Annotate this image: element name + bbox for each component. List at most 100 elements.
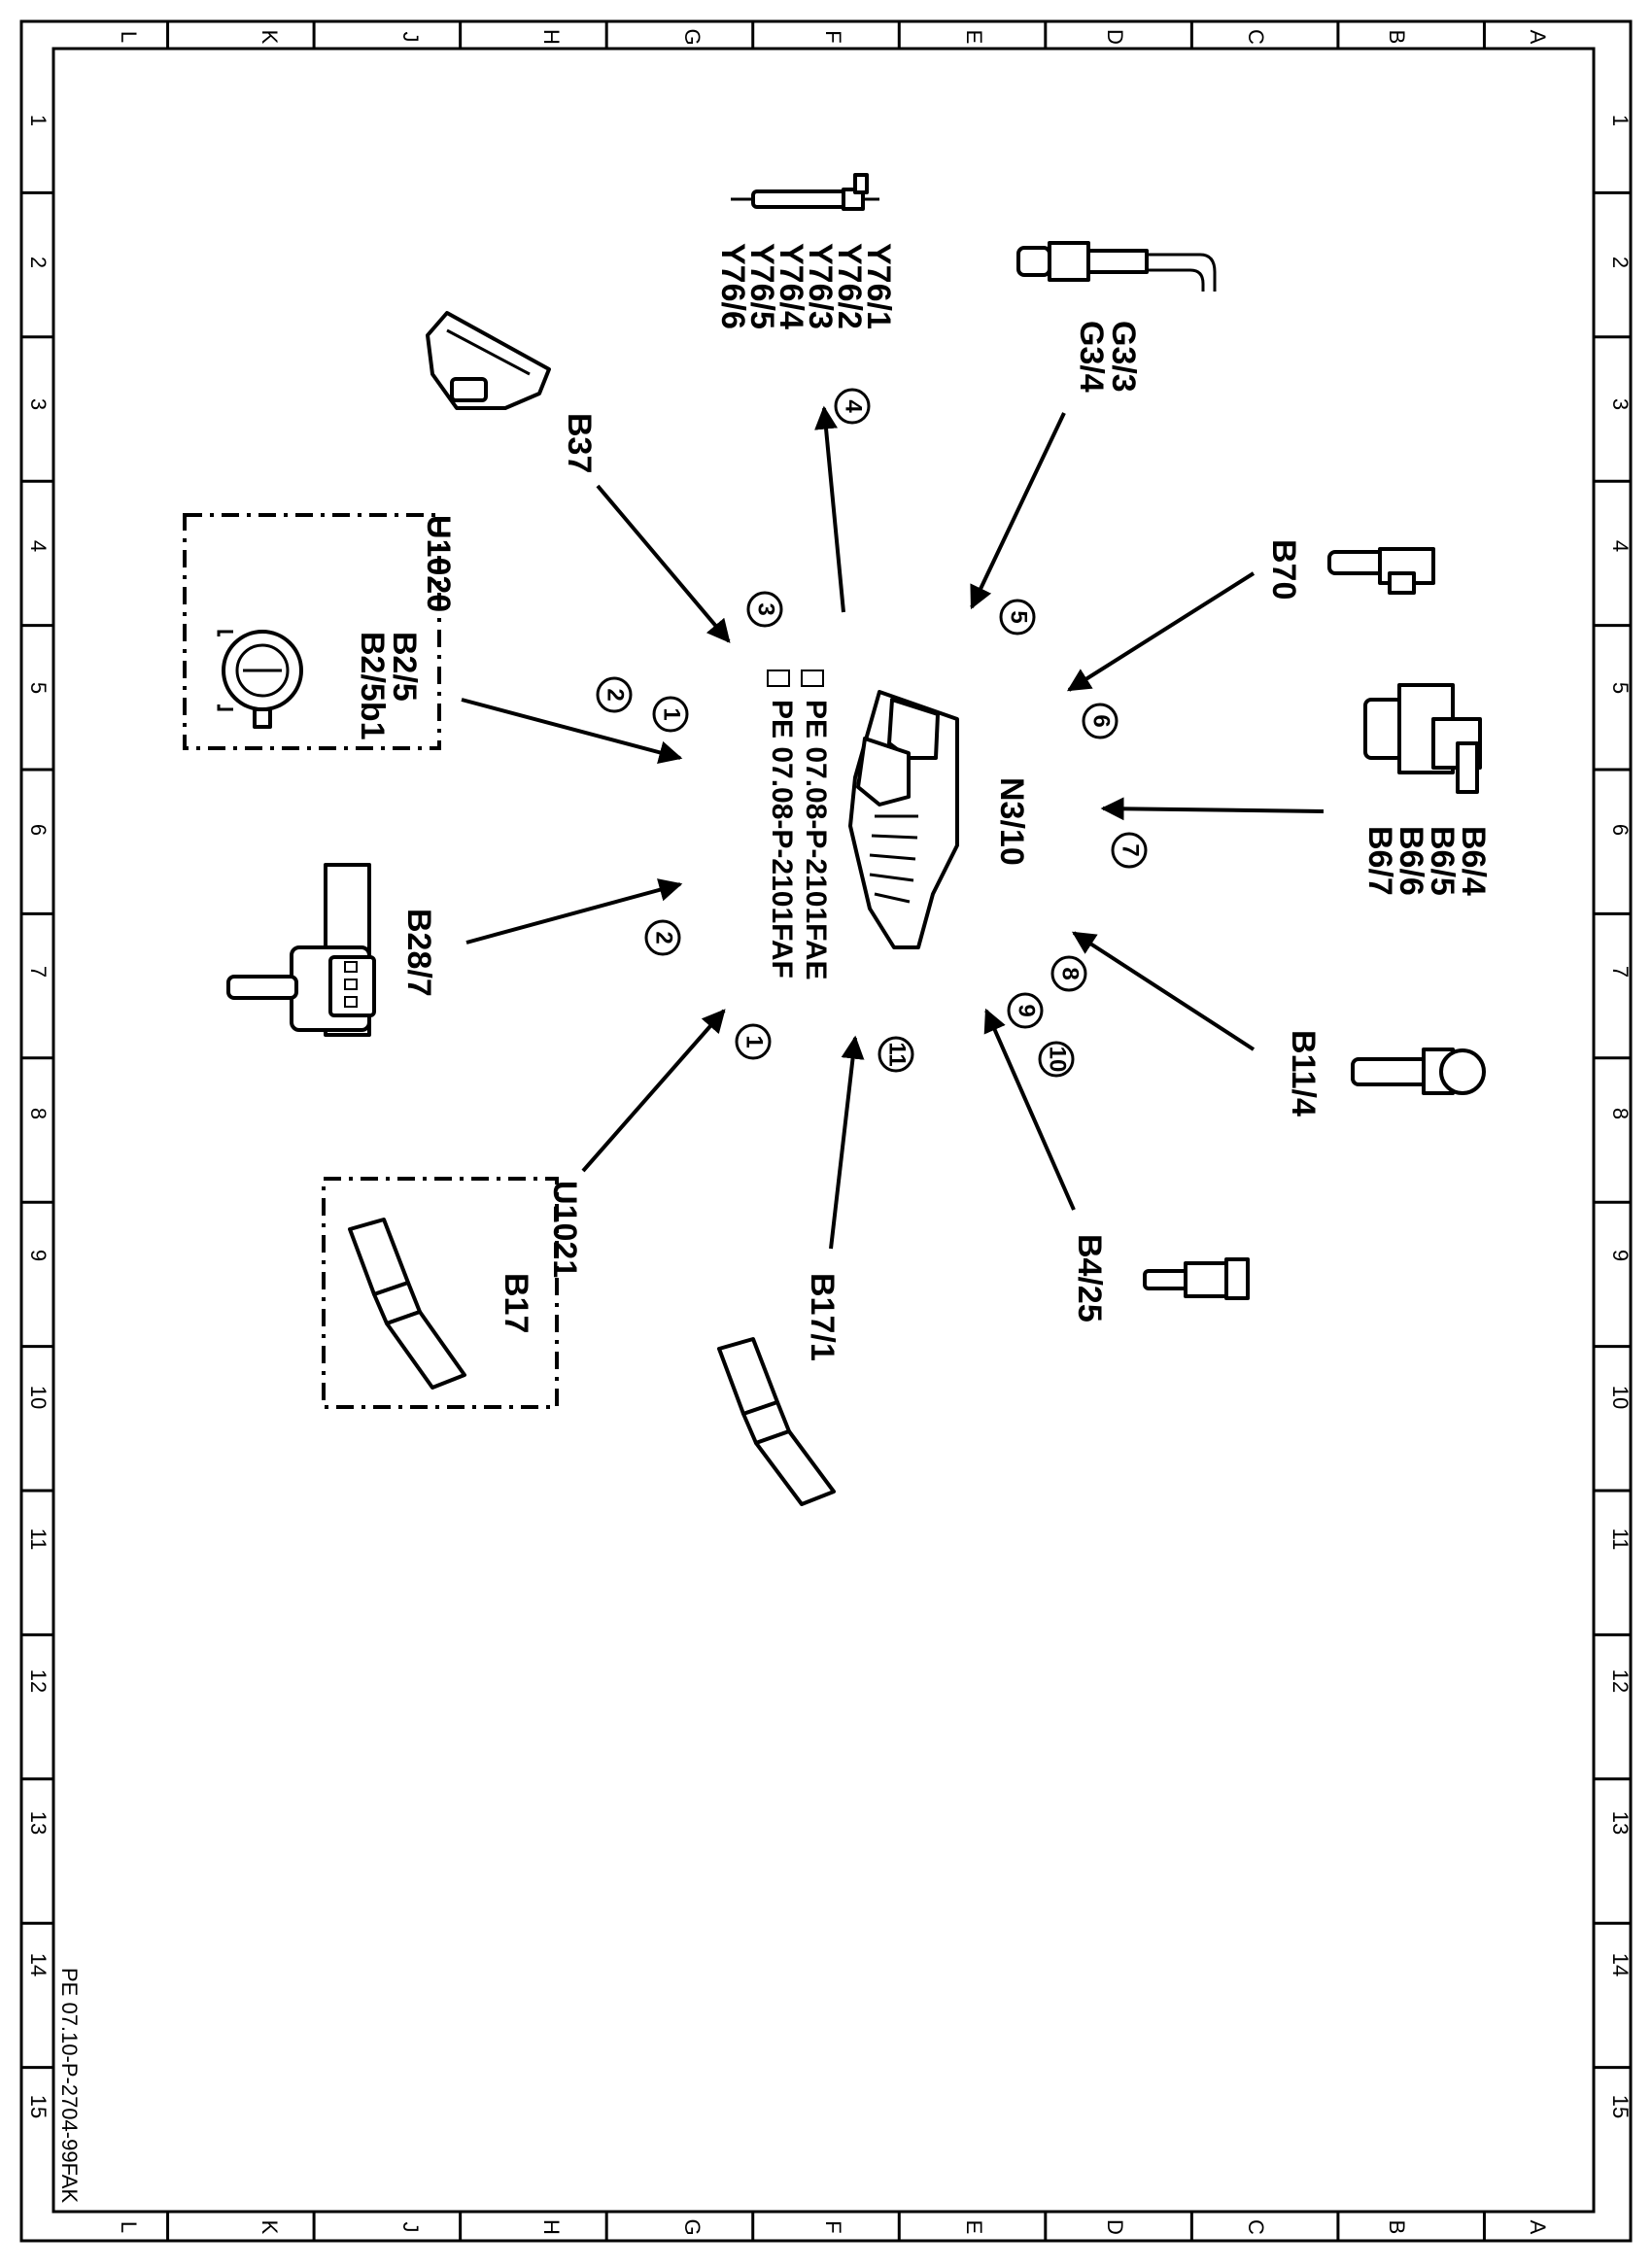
column-label: C	[1244, 29, 1268, 45]
y76-label-4: Y76/4	[773, 243, 809, 329]
row-label: 11	[26, 1529, 51, 1551]
y76-label-5: Y76/5	[743, 243, 780, 329]
callout-5: 5	[999, 599, 1036, 635]
b6-label-1: B6/4	[1455, 826, 1492, 896]
air-mass-sensor-icon	[217, 630, 303, 729]
row-label: 2	[26, 257, 51, 268]
row-label: 1	[26, 115, 51, 126]
column-label: A	[1526, 2220, 1550, 2235]
callout-number: 8	[1057, 967, 1084, 979]
row-label: 13	[26, 1811, 51, 1835]
column-label: G	[680, 28, 705, 45]
row-labels-left: 1 2 3 4 5 6 7 8 9 10 11 12 13 14 15	[26, 115, 51, 2118]
g3-label-2: G3/4	[1073, 321, 1110, 393]
column-label: B	[1385, 30, 1409, 45]
u1020-group-box	[183, 513, 441, 750]
row-label: 10	[26, 1386, 51, 1409]
column-label: G	[680, 2218, 705, 2235]
arrow-b11	[1071, 931, 1256, 1051]
intake-temp-sensor-icon	[348, 1218, 466, 1390]
y76-label-6: Y76/6	[714, 243, 751, 329]
drawing-border	[52, 47, 1596, 2214]
column-label: J	[398, 32, 423, 43]
arrow-u1021	[581, 1009, 726, 1173]
b4-label: B4/25	[1071, 1234, 1108, 1322]
b6-label-3: B6/6	[1393, 826, 1429, 896]
row-label: 14	[1608, 1953, 1633, 1976]
u1021-group-box	[322, 1177, 559, 1409]
y76-label-1: Y76/1	[860, 243, 897, 329]
callout-number: 1	[741, 1035, 768, 1048]
row-label: 15	[1608, 2095, 1633, 2118]
callout-number: 11	[884, 1042, 911, 1066]
b11-label: B11/4	[1285, 1030, 1322, 1116]
b70-label: B70	[1265, 539, 1302, 600]
callout-2-upper: 2	[596, 676, 633, 713]
callout-9: 9	[1007, 992, 1044, 1029]
y76-label-3: Y76/3	[802, 243, 839, 329]
arrow-b37	[596, 484, 731, 643]
row-label: 12	[1608, 1669, 1633, 1693]
row-labels-right: 1 2 3 4 5 6 7 8 9 10 11 12 13 14 15	[1608, 115, 1633, 2118]
row-label: 9	[26, 1250, 51, 1261]
row-label: 14	[26, 1953, 51, 1976]
row-label: 6	[1608, 824, 1633, 836]
callout-4: 4	[834, 388, 871, 425]
row-label: 7	[1608, 966, 1633, 978]
document-reference-icon	[767, 670, 824, 687]
arrow-b70	[1066, 571, 1256, 692]
row-label: 8	[1608, 1108, 1633, 1119]
b2-5b1-label: B2/5b1	[354, 632, 391, 740]
column-label: J	[398, 2222, 423, 2233]
oxygen-sensor-icon	[1016, 241, 1217, 292]
callout-number: 3	[753, 602, 779, 615]
arrow-b17-1	[829, 1035, 865, 1250]
callout-8: 8	[1050, 955, 1087, 992]
column-label: A	[1526, 30, 1550, 45]
row-label: 6	[26, 824, 51, 836]
row-label: 7	[26, 966, 51, 978]
camshaft-sensor-icon	[1363, 683, 1482, 794]
arrow-y76	[814, 405, 845, 613]
arrow-g3	[970, 412, 1066, 610]
outer-frame	[19, 19, 1633, 2243]
column-label: F	[821, 30, 845, 43]
arrow-u1020	[461, 698, 683, 765]
arrow-b28	[465, 878, 683, 945]
row-label: 5	[26, 682, 51, 694]
row-label: 12	[26, 1669, 51, 1693]
row-label: 2	[1608, 257, 1633, 268]
callout-number: 5	[1006, 610, 1032, 623]
callout-10: 10	[1038, 1041, 1075, 1078]
reference-ref-2[interactable]: PE 07.08-P-2101FAF	[766, 700, 798, 979]
column-label: D	[1103, 2219, 1127, 2235]
row-label: 10	[1608, 1386, 1633, 1409]
coolant-temp-sensor-icon	[1351, 1048, 1486, 1095]
b37-label: B37	[561, 413, 598, 473]
column-label: B	[1385, 2220, 1409, 2235]
callout-number: 1	[659, 707, 685, 720]
callout-number: 6	[1088, 714, 1115, 727]
column-label: K	[258, 2220, 282, 2235]
callout-6: 6	[1082, 703, 1119, 739]
pressure-sensor-icon	[226, 863, 376, 1037]
fuel-injector-icon	[731, 173, 879, 211]
callout-2-lower: 2	[644, 919, 681, 956]
callout-number: 4	[841, 399, 867, 413]
column-label: E	[962, 30, 986, 45]
callout-number: 2	[602, 688, 629, 701]
crankshaft-sensor-icon	[1327, 547, 1435, 595]
column-label: L	[117, 2221, 141, 2233]
callout-3: 3	[746, 591, 783, 628]
row-label: 15	[26, 2095, 51, 2118]
fuel-pressure-sensor-icon	[1143, 1257, 1250, 1300]
document-code: PE 07.10-P-2704-99FAK	[57, 1968, 82, 2203]
row-label: 5	[1608, 682, 1633, 694]
b6-label-2: B6/5	[1424, 826, 1461, 896]
column-label: E	[962, 2220, 986, 2235]
g3-label-1: G3/3	[1105, 321, 1142, 393]
arrow-b6	[1100, 797, 1325, 821]
arrow-b4	[983, 1008, 1076, 1211]
reference-ref-1[interactable]: PE 07.08-P-2101FAE	[800, 700, 832, 980]
